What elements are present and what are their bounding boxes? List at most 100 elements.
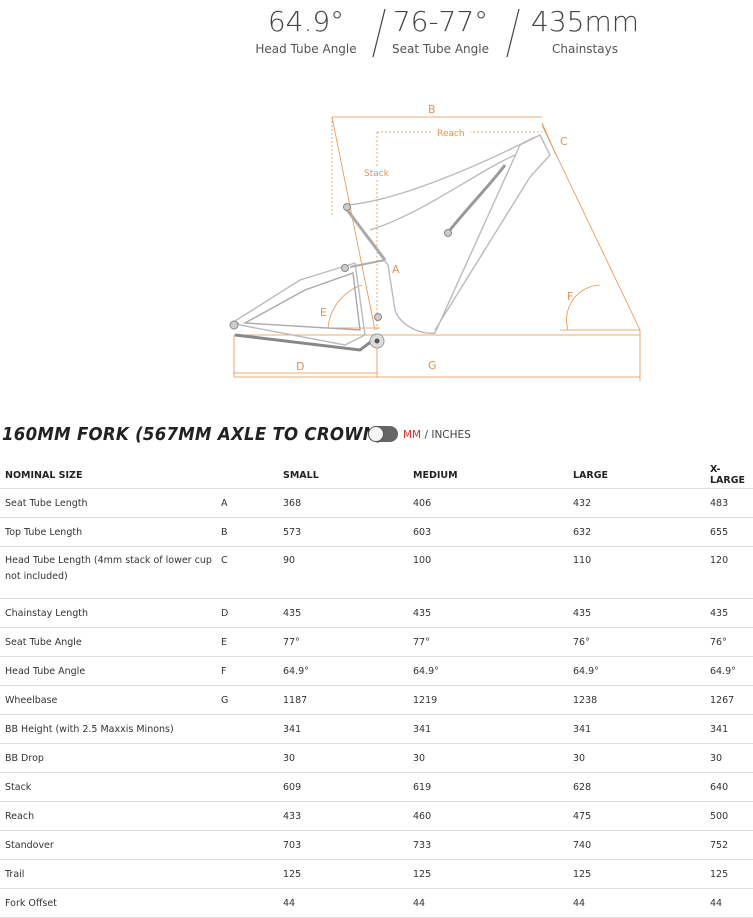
value-large: 475 (568, 801, 705, 831)
value-medium: 435 (408, 598, 568, 628)
value-small: 435 (278, 598, 408, 628)
value-large: 44 (568, 888, 705, 918)
table-row: Head Tube Length (4mm stack of lower cup… (0, 546, 753, 599)
value-x-large: 125 (705, 859, 753, 889)
divider-slash (372, 8, 386, 58)
value-large: 125 (568, 859, 705, 889)
value-x-large: 30 (705, 743, 753, 773)
value-medium: 77° (408, 627, 568, 657)
fork-heading: 160MM FORK (567MM AXLE TO CROWN) (2, 424, 385, 445)
value-small: 1187 (278, 685, 408, 715)
row-code (218, 888, 278, 918)
value-x-large: 341 (705, 714, 753, 744)
stat-head-tube-angle: 64.9° Head Tube Angle (250, 2, 362, 56)
value-large: 30 (568, 743, 705, 773)
value-small: 341 (278, 714, 408, 744)
value-large: 740 (568, 830, 705, 860)
label-g: G (428, 359, 437, 372)
row-code: C (218, 546, 278, 599)
stat-label: Head Tube Angle (255, 42, 357, 56)
stat-chainstays: 435mm Chainstays (525, 2, 645, 56)
label-stack: Stack (364, 169, 390, 179)
value-x-large: 120 (705, 546, 753, 599)
row-name: BB Drop (0, 743, 218, 773)
header-x-large: X-LARGE (705, 462, 753, 489)
row-name: Fork Offset (0, 888, 218, 918)
value-x-large: 64.9° (705, 656, 753, 686)
row-name: Wheelbase (0, 685, 218, 715)
units-mm-label[interactable]: MM (403, 429, 422, 441)
value-small: 125 (278, 859, 408, 889)
value-medium: 100 (408, 546, 568, 599)
row-code (218, 772, 278, 802)
value-small: 433 (278, 801, 408, 831)
row-code (218, 801, 278, 831)
value-large: 341 (568, 714, 705, 744)
label-d: D (296, 360, 304, 373)
row-name: BB Height (with 2.5 Maxxis Minons) (0, 714, 218, 744)
row-name: Top Tube Length (0, 517, 218, 547)
value-medium: 603 (408, 517, 568, 547)
row-name: Seat Tube Angle (0, 627, 218, 657)
header-medium: MEDIUM (408, 462, 568, 489)
row-code: D (218, 598, 278, 628)
value-x-large: 1267 (705, 685, 753, 715)
geometry-table: NOMINAL SIZE SMALL MEDIUM LARGE X-LARGE … (0, 462, 753, 918)
value-x-large: 655 (705, 517, 753, 547)
value-x-large: 435 (705, 598, 753, 628)
value-x-large: 640 (705, 772, 753, 802)
label-b: B (428, 103, 436, 116)
value-small: 90 (278, 546, 408, 599)
row-code: F (218, 656, 278, 686)
value-x-large: 500 (705, 801, 753, 831)
stat-value: 76-77° (392, 5, 489, 38)
units-inches-label[interactable]: INCHES (431, 429, 471, 441)
value-medium: 406 (408, 488, 568, 518)
row-code: E (218, 627, 278, 657)
row-code (218, 714, 278, 744)
value-small: 44 (278, 888, 408, 918)
value-x-large: 752 (705, 830, 753, 860)
stat-label: Seat Tube Angle (392, 42, 489, 56)
header-code (218, 462, 278, 489)
stat-value: 435mm (531, 5, 639, 38)
row-name: Seat Tube Length (0, 488, 218, 518)
units-labels: MM / INCHES (403, 429, 471, 441)
row-name: Standover (0, 830, 218, 860)
value-medium: 733 (408, 830, 568, 860)
row-name: Head Tube Length (4mm stack of lower cup… (0, 546, 218, 599)
value-medium: 460 (408, 801, 568, 831)
row-code: B (218, 517, 278, 547)
value-large: 76° (568, 627, 705, 657)
units-separator: / (421, 429, 432, 441)
value-large: 64.9° (568, 656, 705, 686)
value-small: 703 (278, 830, 408, 860)
value-medium: 64.9° (408, 656, 568, 686)
row-code: A (218, 488, 278, 518)
value-small: 30 (278, 743, 408, 773)
units-toggle[interactable] (368, 426, 398, 442)
geometry-highlights: 64.9° Head Tube Angle 76-77° Seat Tube A… (0, 0, 753, 70)
label-c: C (560, 135, 568, 148)
value-large: 632 (568, 517, 705, 547)
value-small: 368 (278, 488, 408, 518)
label-f: F (567, 290, 573, 303)
toggle-knob[interactable] (369, 427, 383, 441)
value-large: 628 (568, 772, 705, 802)
value-large: 435 (568, 598, 705, 628)
divider-slash (506, 8, 520, 58)
row-name: Chainstay Length (0, 598, 218, 628)
value-x-large: 483 (705, 488, 753, 518)
row-code: G (218, 685, 278, 715)
